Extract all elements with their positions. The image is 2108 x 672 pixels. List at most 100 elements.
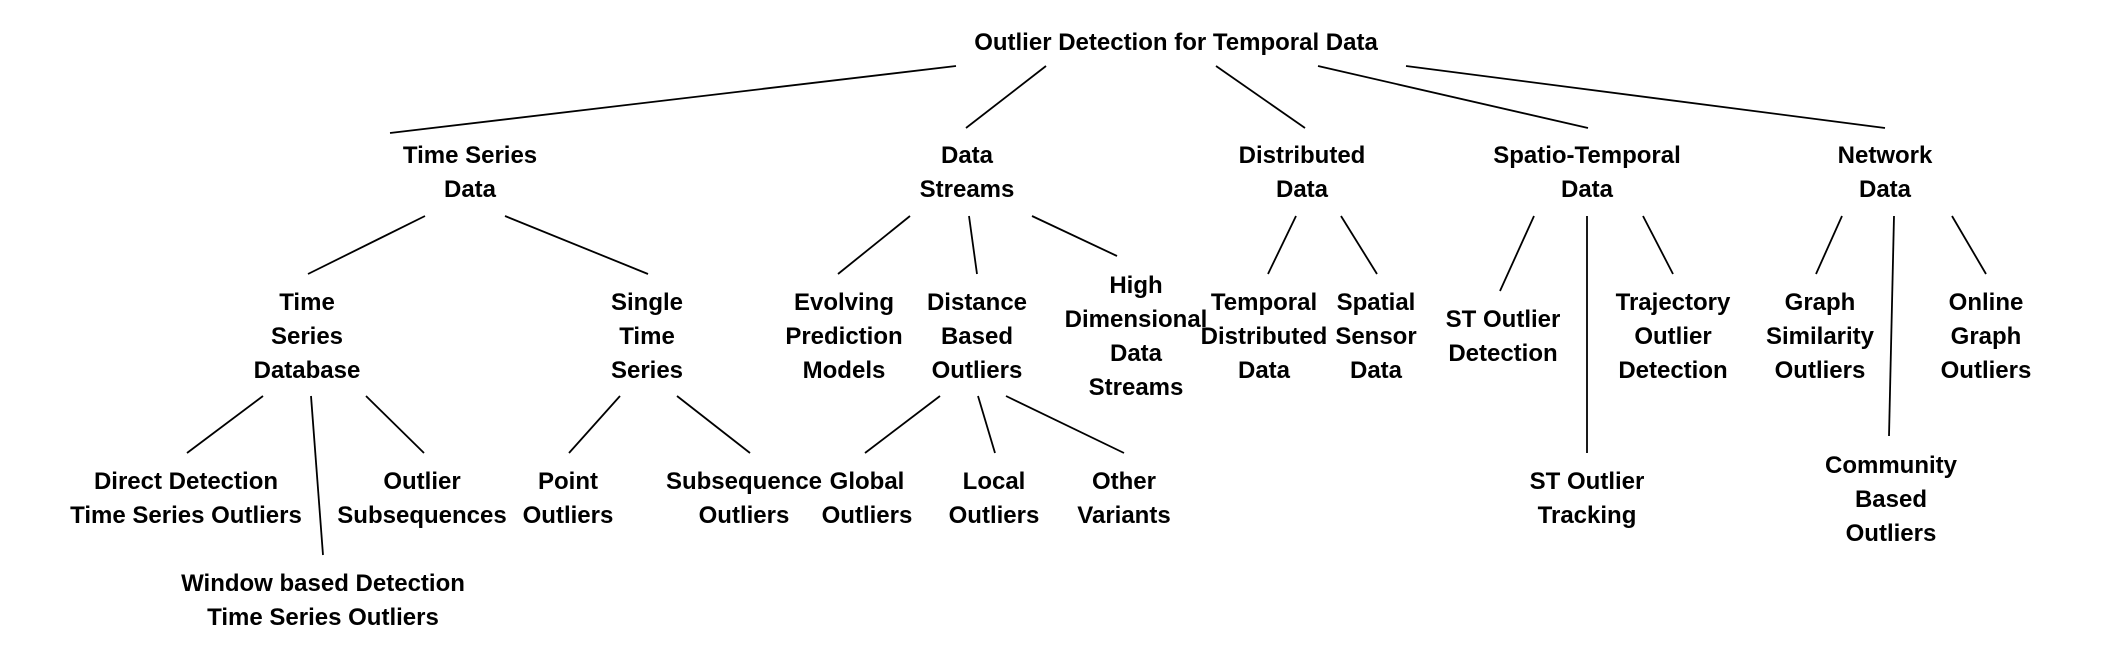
tree-labels: Outlier Detection for Temporal DataTime … bbox=[70, 29, 2031, 631]
node-label-line: Outlier bbox=[383, 468, 460, 495]
tree-edge bbox=[1888, 215, 1895, 437]
node-label-line: Streams bbox=[920, 176, 1015, 203]
node-label-line: Outliers bbox=[1941, 357, 2032, 384]
tree-edge bbox=[568, 395, 621, 454]
tree-edge bbox=[504, 215, 649, 275]
node-label-line: Temporal bbox=[1211, 289, 1317, 316]
tree-edge bbox=[864, 395, 941, 454]
node-label-line: Spatio-Temporal bbox=[1493, 142, 1681, 169]
tree-edge bbox=[1031, 215, 1118, 257]
node-label-line: Prediction bbox=[785, 323, 902, 350]
node-label-line: Other bbox=[1092, 468, 1156, 495]
node-label-line: Time bbox=[619, 323, 675, 350]
node-label-line: Outliers bbox=[1775, 357, 1866, 384]
node-label-line: Single bbox=[611, 289, 683, 316]
node-label-line: Distributed bbox=[1239, 142, 1366, 169]
node-label-line: Outlier bbox=[1634, 323, 1711, 350]
node-label-line: Direct Detection bbox=[94, 468, 278, 495]
node-label-line: Data bbox=[1350, 357, 1403, 384]
node-label-line: Data bbox=[941, 142, 994, 169]
tree-edge bbox=[1317, 65, 1589, 129]
node-label-line: Time bbox=[279, 289, 335, 316]
node-label-line: Sensor bbox=[1335, 323, 1416, 350]
node-label-line: Database bbox=[254, 357, 361, 384]
node-label-line: Spatial bbox=[1337, 289, 1416, 316]
node-label-line: Outliers bbox=[1846, 520, 1937, 547]
node-label-line: Data bbox=[1238, 357, 1291, 384]
tree-edge bbox=[1267, 215, 1297, 275]
tree-edge bbox=[965, 65, 1047, 129]
tree-edge bbox=[389, 65, 957, 134]
tree-edge bbox=[186, 395, 264, 454]
tree-edges bbox=[186, 65, 1987, 556]
node-label-line: Based bbox=[1855, 486, 1927, 513]
tree-edge bbox=[977, 395, 996, 454]
node-label-line: Outliers bbox=[932, 357, 1023, 384]
node-label-line: Community bbox=[1825, 452, 1958, 479]
node-label-line: Series bbox=[271, 323, 343, 350]
node-label-line: Data bbox=[1110, 340, 1163, 367]
node-label-line: Similarity bbox=[1766, 323, 1875, 350]
node-label-line: Outliers bbox=[822, 502, 913, 529]
tree-edge bbox=[1405, 65, 1886, 129]
node-label-line: Graph bbox=[1951, 323, 2022, 350]
node-label-line: Graph bbox=[1785, 289, 1856, 316]
node-label-line: Data bbox=[444, 176, 497, 203]
node-label-line: Local bbox=[963, 468, 1026, 495]
node-label-line: Global bbox=[830, 468, 905, 495]
node-label-line: Trajectory bbox=[1616, 289, 1731, 316]
node-label-line: Data bbox=[1276, 176, 1329, 203]
node-label-line: Dimensional bbox=[1065, 306, 1208, 333]
tree-edge bbox=[1340, 215, 1378, 275]
node-label-line: Outlier Detection for Temporal Data bbox=[974, 29, 1378, 56]
tree-edge bbox=[837, 215, 911, 275]
node-label-line: Outliers bbox=[523, 502, 614, 529]
node-label-line: Data bbox=[1561, 176, 1614, 203]
node-label-line: Online bbox=[1949, 289, 2024, 316]
node-label-line: Variants bbox=[1077, 502, 1170, 529]
node-label-line: Outliers bbox=[949, 502, 1040, 529]
tree-edge bbox=[365, 395, 425, 454]
tree-edge bbox=[676, 395, 751, 454]
node-label-line: Point bbox=[538, 468, 598, 495]
node-label-line: Subsequences bbox=[337, 502, 506, 529]
node-label-line: High bbox=[1109, 272, 1162, 299]
node-label-line: Subsequence bbox=[666, 468, 822, 495]
node-label-line: Time Series bbox=[403, 142, 537, 169]
node-label-line: ST Outlier bbox=[1530, 468, 1645, 495]
node-label-line: Tracking bbox=[1538, 502, 1637, 529]
node-label-line: Detection bbox=[1618, 357, 1727, 384]
tree-edge bbox=[1642, 215, 1674, 275]
node-label-line: Time Series Outliers bbox=[207, 604, 439, 631]
tree-edge bbox=[310, 395, 324, 556]
node-label-line: Network bbox=[1838, 142, 1933, 169]
tree-edge bbox=[968, 215, 978, 275]
node-label-line: Series bbox=[611, 357, 683, 384]
tree-edge bbox=[307, 215, 426, 275]
node-label-line: Based bbox=[941, 323, 1013, 350]
node-label-line: Data bbox=[1859, 176, 1912, 203]
node-root: Outlier Detection for Temporal Data bbox=[974, 29, 1378, 56]
node-label-line: Streams bbox=[1089, 374, 1184, 401]
